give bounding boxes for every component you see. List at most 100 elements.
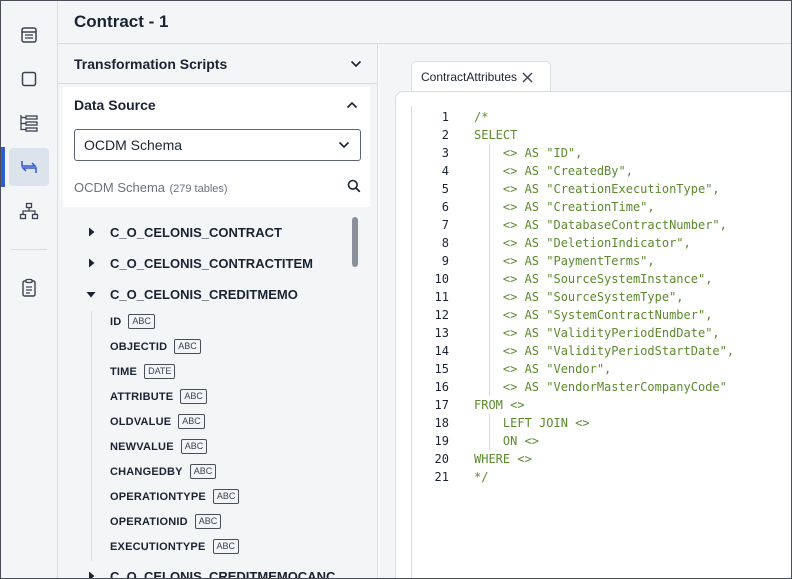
- column-type-badge: ABC: [194, 514, 222, 529]
- chevron-down-icon: [338, 136, 350, 154]
- side-panel: Transformation Scripts Data Source OCDM …: [58, 44, 378, 579]
- schema-table-count: (279 tables): [169, 183, 228, 195]
- code-line: SELECT: [474, 128, 518, 142]
- caret-right-icon: [83, 258, 99, 268]
- rail-divider: [11, 249, 47, 250]
- code-line: WHERE <>: [474, 452, 532, 466]
- list-tree-icon[interactable]: [9, 104, 49, 142]
- data-source-section: Data Source OCDM Schema OCDM Schema (279…: [63, 87, 370, 207]
- column-type-badge: ABC: [174, 339, 201, 354]
- line-number: 17: [434, 398, 449, 412]
- search-icon[interactable]: [347, 179, 361, 198]
- chevron-down-icon: [350, 55, 362, 73]
- tab-contract-attributes[interactable]: ContractAttributes: [411, 61, 551, 92]
- code-line: <> AS "ID",: [474, 146, 583, 160]
- dashboard-icon[interactable]: [9, 16, 49, 54]
- code-line: <> AS "PaymentTerms",: [474, 254, 655, 268]
- transformation-scripts-label: Transformation Scripts: [74, 55, 228, 72]
- column-name: CHANGEDBY: [110, 465, 183, 478]
- column-name: NEWVALUE: [110, 440, 174, 453]
- transformation-scripts-header[interactable]: Transformation Scripts: [58, 44, 377, 84]
- column-name: OBJECTID: [110, 340, 168, 353]
- column-item[interactable]: ID ABC: [110, 309, 155, 334]
- line-number: 5: [441, 182, 449, 196]
- line-number: 15: [434, 362, 449, 376]
- table-row[interactable]: C_O_CELONIS_CREDITMEMOCANCE…: [58, 561, 358, 579]
- clipboard-icon[interactable]: [9, 269, 49, 307]
- page-title: Contract - 1: [74, 12, 169, 31]
- code-line: <> AS "SystemContractNumber",: [474, 308, 713, 322]
- table-row[interactable]: C_O_CELONIS_CONTRACT: [58, 217, 358, 247]
- column-type-badge: DATE: [144, 364, 176, 379]
- square-icon[interactable]: [9, 60, 49, 98]
- code-line: <> AS "SourceSystemType",: [474, 290, 684, 304]
- data-source-select[interactable]: OCDM Schema: [74, 129, 361, 161]
- transform-arrows-icon[interactable]: [9, 148, 49, 186]
- line-number: 1: [441, 110, 449, 124]
- table-row[interactable]: C_O_CELONIS_CREDITMEMO: [58, 279, 358, 309]
- page-header: Contract - 1: [58, 1, 791, 44]
- column-name: OLDVALUE: [110, 415, 172, 428]
- data-source-label: Data Source: [74, 97, 156, 113]
- column-item[interactable]: NEWVALUE ABC: [110, 434, 208, 459]
- code-line: */: [474, 470, 489, 484]
- table-name: C_O_CELONIS_CREDITMEMOCANCE…: [110, 568, 350, 579]
- hierarchy-icon[interactable]: [9, 192, 49, 230]
- column-item[interactable]: CHANGEDBY ABC: [110, 459, 217, 484]
- column-type-badge: ABC: [180, 389, 207, 404]
- line-number: 13: [434, 326, 449, 340]
- column-item[interactable]: EXECUTIONTYPE ABC: [110, 534, 240, 559]
- indent-guide: [489, 144, 490, 396]
- column-type-badge: ABC: [212, 489, 240, 504]
- line-number: 20: [434, 452, 449, 466]
- column-type-badge: ABC: [212, 539, 240, 554]
- caret-right-icon: [83, 227, 99, 237]
- line-number: 11: [434, 290, 449, 304]
- data-source-header[interactable]: Data Source: [63, 87, 370, 123]
- line-number: 4: [441, 164, 449, 178]
- icon-rail: [1, 1, 58, 578]
- schema-name: OCDM Schema: [74, 180, 166, 195]
- code-line: ON <>: [474, 434, 540, 448]
- column-item[interactable]: OPERATIONID ABC: [110, 509, 222, 534]
- line-number: 2: [441, 128, 449, 142]
- caret-down-icon: [83, 291, 99, 298]
- active-indicator: [1, 147, 5, 187]
- tab-label: ContractAttributes: [421, 70, 518, 84]
- code-line: <> AS "Vendor",: [474, 362, 612, 376]
- code-line: LEFT JOIN <>: [474, 416, 590, 430]
- column-type-badge: ABC: [189, 464, 217, 479]
- line-number: 21: [434, 470, 449, 484]
- column-type-badge: ABC: [178, 414, 205, 429]
- line-number: 3: [441, 146, 449, 160]
- code-line: <> AS "VendorMasterCompanyCode": [474, 380, 727, 394]
- column-item[interactable]: OLDVALUE ABC: [110, 409, 205, 434]
- column-type-badge: ABC: [180, 439, 208, 454]
- caret-right-icon: [83, 571, 99, 578]
- code-line: <> AS "ValidityPeriodEndDate",: [474, 326, 720, 340]
- schema-summary: OCDM Schema (279 tables): [74, 177, 361, 199]
- column-item[interactable]: OBJECTID ABC: [110, 334, 201, 359]
- line-number: 16: [434, 380, 449, 394]
- column-name: ID: [110, 315, 122, 328]
- line-number: 14: [434, 344, 449, 358]
- code-line: <> AS "DatabaseContractNumber",: [474, 218, 727, 232]
- line-number: 10: [434, 272, 449, 286]
- column-type-badge: ABC: [128, 314, 155, 329]
- close-icon[interactable]: [522, 72, 533, 83]
- column-item[interactable]: OPERATIONTYPE ABC: [110, 484, 240, 509]
- column-name: OPERATIONTYPE: [110, 490, 206, 503]
- code-line: <> AS "ValidityPeriodStartDate",: [474, 344, 735, 358]
- column-name: OPERATIONID: [110, 515, 188, 528]
- table-row[interactable]: C_O_CELONIS_CONTRACTITEM: [58, 248, 358, 278]
- column-name: EXECUTIONTYPE: [110, 540, 206, 553]
- chevron-up-icon: [346, 96, 358, 114]
- data-source-selected: OCDM Schema: [84, 137, 183, 153]
- tree-scrollbar-thumb[interactable]: [352, 217, 358, 267]
- line-number: 7: [441, 218, 449, 232]
